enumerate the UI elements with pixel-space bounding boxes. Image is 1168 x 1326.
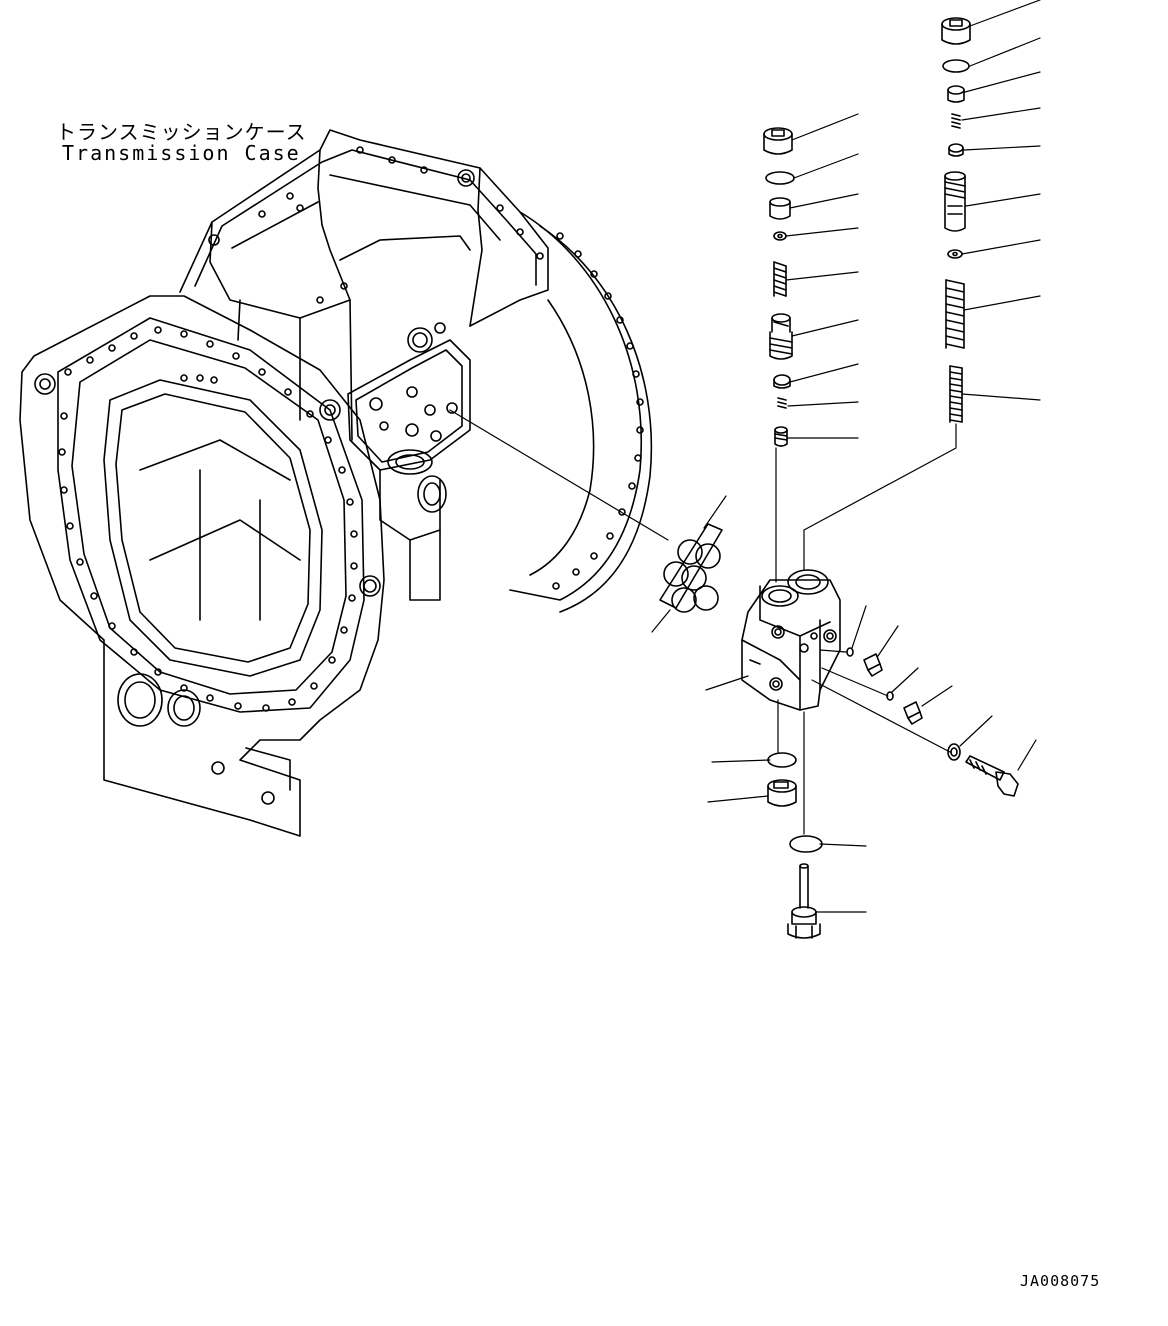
transmission-case xyxy=(20,130,651,836)
o-ring-lower-right xyxy=(790,836,822,852)
bolt xyxy=(966,756,1018,796)
plug-top-left xyxy=(764,128,792,154)
plug-side-lower xyxy=(904,702,922,724)
left-valve-stack xyxy=(764,128,794,446)
o-ring-top-left xyxy=(766,172,794,184)
o-ring-lower-left xyxy=(768,753,796,767)
plug-top-right xyxy=(942,18,970,44)
spring-right-upper xyxy=(946,280,964,348)
plug-lower-left xyxy=(768,780,796,806)
spring-right-lower xyxy=(950,366,962,422)
spool-right xyxy=(945,172,965,231)
case-label-japanese: トランスミッションケース xyxy=(56,120,307,144)
drawing-code: JA008075 xyxy=(1020,1272,1101,1290)
valve-mounting-pad xyxy=(320,323,470,470)
valve-body xyxy=(742,570,840,710)
washer-left xyxy=(774,232,786,240)
right-valve-stack xyxy=(942,18,970,422)
small-spring-right xyxy=(952,114,960,128)
o-ring-top-right xyxy=(943,60,969,72)
side-fittings xyxy=(847,648,1018,796)
dome-bolt-holes xyxy=(553,233,643,589)
cap-right xyxy=(948,86,964,102)
gasket xyxy=(660,524,722,612)
plug-side-upper xyxy=(864,654,882,676)
sleeve-left xyxy=(770,198,790,219)
drain-plug-with-stick xyxy=(788,864,820,938)
nut-right xyxy=(949,144,963,156)
case-label-english: Transmission Case xyxy=(62,141,301,165)
pin-upper xyxy=(847,648,853,656)
leader-lines xyxy=(450,0,1040,912)
lower-parts xyxy=(768,753,822,938)
washer-bolt xyxy=(948,744,960,760)
seat-left xyxy=(775,427,787,446)
lower-boss xyxy=(380,450,446,600)
spring-left-lower xyxy=(778,398,786,408)
washer-right xyxy=(948,250,962,258)
top-bolt-holes xyxy=(209,147,543,303)
collar-left xyxy=(774,375,790,388)
spool-left xyxy=(770,314,792,359)
spring-left-upper xyxy=(774,262,786,296)
lower-flange-ports xyxy=(118,674,290,804)
flange-bolt-holes xyxy=(35,327,380,711)
